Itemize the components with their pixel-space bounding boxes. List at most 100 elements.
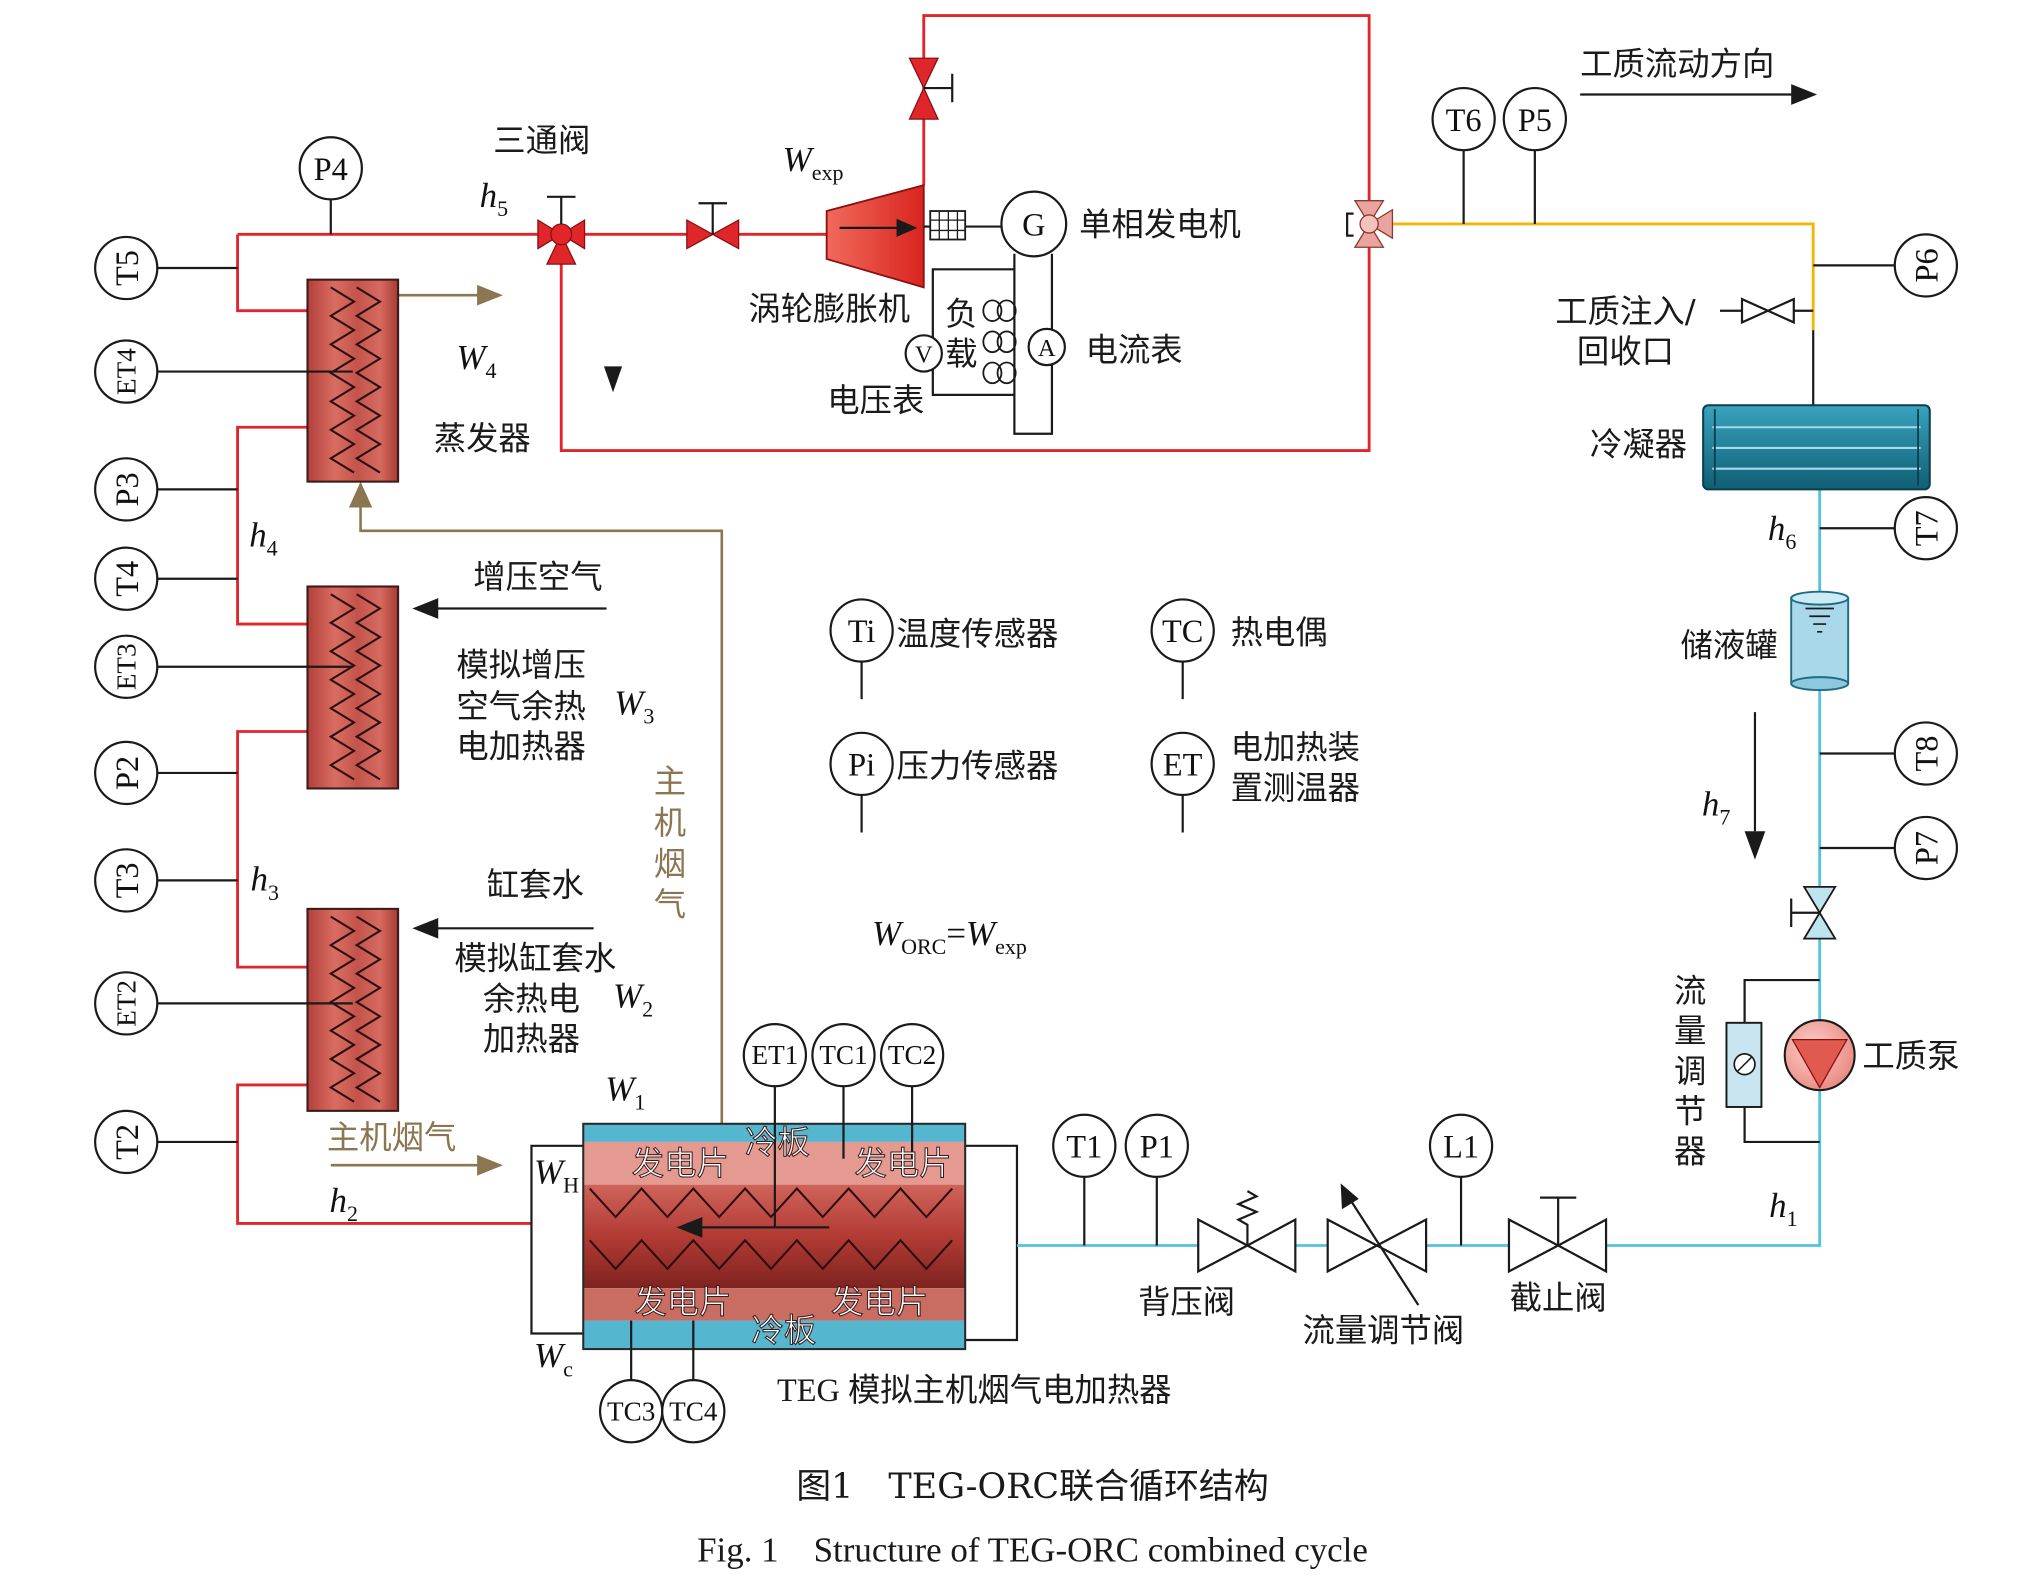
- injection-port-valve: [1740, 297, 1795, 325]
- flow-regulator-label-1: 流: [1674, 972, 1706, 1010]
- sensor-ET4: ET4: [94, 339, 159, 404]
- teg-cold-plate-top: 冷板: [745, 1124, 810, 1162]
- flow-regulator-label-3: 调: [1674, 1052, 1706, 1090]
- sensor-P7: P7: [1893, 815, 1959, 881]
- teg-cold-plate-bottom: 冷板: [752, 1311, 817, 1349]
- sensor-label: TC1: [819, 1040, 867, 1070]
- teg-right-bracket: [965, 1144, 1019, 1342]
- sensor-label: TC2: [888, 1040, 936, 1070]
- evaporator-label: 蒸发器: [434, 419, 531, 457]
- load-coils: [982, 299, 1017, 385]
- sensor-label: P1: [1140, 1128, 1174, 1164]
- down-flow-arrowhead: [1744, 831, 1766, 860]
- sensor-label: T4: [109, 561, 145, 597]
- exhaust-inlet-label: 主机烟气: [327, 1118, 456, 1156]
- teg-label: TEG 模拟主机烟气电加热器: [777, 1372, 1172, 1408]
- jacket-water-heater: [306, 907, 400, 1112]
- sensor-label: T7: [1909, 510, 1945, 546]
- sensor-T3: T3: [94, 848, 159, 913]
- teg-left-bracket: [530, 1144, 584, 1335]
- legend: Ti 温度传感器 TC 热电偶 Pi 压力传感器 ET 电加热装 置测温器: [829, 598, 1360, 807]
- sensor-lines: [157, 150, 1895, 1381]
- sensor-TC1: TC1: [811, 1023, 876, 1088]
- condenser-label: 冷凝器: [1590, 426, 1687, 464]
- liquid-tank: [1790, 590, 1850, 692]
- evaporator-to-boost-pipe: [236, 425, 308, 626]
- boost-air-heater: [306, 585, 400, 790]
- sensor-P4: P4: [298, 136, 363, 201]
- sensor-L1: L1: [1428, 1113, 1494, 1178]
- sensor-T4: T4: [94, 546, 159, 611]
- stop-valve-label: 截止阀: [1510, 1279, 1607, 1317]
- power-W2: W2: [613, 976, 653, 1021]
- enthalpy-h6: h6: [1768, 509, 1796, 554]
- flow-direction-label: 工质流动方向: [1580, 45, 1774, 83]
- power-W3: W3: [614, 684, 654, 729]
- teg-gen-chip-bottom-left: 发电片: [634, 1283, 731, 1321]
- flow-regulator-label-5: 器: [1674, 1133, 1706, 1171]
- legend-text-ti: 温度传感器: [897, 615, 1059, 653]
- jacket-heater-label-1: 模拟缸套水: [454, 940, 616, 978]
- sensor-label: P4: [314, 151, 348, 187]
- sensor-P6: P6: [1893, 233, 1959, 298]
- expander-bypass-line: [922, 14, 1371, 202]
- three-way-valve-right: [1346, 200, 1394, 248]
- power-Wexp: Wexp: [783, 140, 844, 185]
- vapor-line: [1392, 222, 1815, 331]
- teg-gen-chip-top-left: 发电片: [632, 1144, 729, 1182]
- turbine-expander: [825, 183, 925, 289]
- boost-air-label: 增压空气: [473, 558, 602, 596]
- flow-regulator-label-4: 节: [1674, 1092, 1706, 1130]
- pump-label: 工质泵: [1862, 1037, 1959, 1075]
- sensor-ET1: ET1: [742, 1023, 808, 1088]
- ammeter-circle: [1027, 327, 1066, 367]
- pump-valve: [1790, 885, 1837, 940]
- flow-regulator-device: [1725, 1021, 1763, 1108]
- sensor-T5: T5: [94, 235, 159, 301]
- back-pressure-valve-label: 背压阀: [1138, 1283, 1235, 1321]
- sensor-label: P7: [1909, 831, 1945, 865]
- legend-symbol-pi: Pi: [848, 747, 875, 783]
- ammeter-symbol: A: [1038, 335, 1056, 362]
- sensor-T1: T1: [1052, 1113, 1117, 1178]
- legend-text-et-line1: 电加热装: [1231, 729, 1360, 767]
- three-way-return-line: [559, 247, 1371, 452]
- flow-direction-arrowhead: [1791, 84, 1818, 105]
- legend-symbol-ti: Ti: [848, 613, 876, 649]
- three-way-valve-label: 三通阀: [493, 121, 590, 159]
- orc-power-equation: WORC=Wexp: [872, 914, 1027, 959]
- back-pressure-valve: [1197, 1190, 1297, 1274]
- sensor-label: L1: [1443, 1128, 1479, 1164]
- figure-caption-en: Fig. 1 Structure of TEG-ORC combined cyc…: [697, 1530, 1368, 1569]
- exhaust-up-arrowhead: [348, 481, 373, 508]
- exhaust-riser-line: [359, 502, 724, 1124]
- load-label-2: 载: [945, 335, 977, 373]
- sensor-T2: T2: [94, 1109, 159, 1175]
- flow-marker-triangle: [603, 366, 623, 393]
- sensor-TC2: TC2: [879, 1023, 945, 1088]
- exhaust-vertical-1: 主: [654, 762, 686, 800]
- sensor-ET3: ET3: [94, 634, 159, 699]
- enthalpy-h4: h4: [249, 515, 277, 560]
- evaporator: [306, 278, 400, 483]
- flow-regulator-label-2: 量: [1674, 1012, 1706, 1050]
- jacket-heater-label-2: 余热电: [483, 980, 580, 1018]
- teg-internal-arrowhead: [676, 1217, 703, 1238]
- power-W4: W4: [456, 338, 496, 383]
- sensor-P2: P2: [94, 740, 159, 806]
- sensor-label: ET2: [111, 980, 141, 1027]
- sensor-label: TC4: [669, 1396, 718, 1426]
- legend-text-pi: 压力传感器: [897, 747, 1059, 785]
- boost-heater-label-3: 电加热器: [456, 727, 585, 765]
- legend-symbol-et: ET: [1163, 747, 1203, 783]
- teg-gen-chip-top-right: 发电片: [855, 1144, 952, 1182]
- tank-label: 储液罐: [1681, 626, 1778, 664]
- sensor-P1: P1: [1124, 1113, 1189, 1178]
- jacket-to-teg-pipe: [236, 1083, 532, 1225]
- injection-port-label-2: 回收口: [1577, 333, 1674, 371]
- exhaust-vertical-4: 气: [654, 885, 686, 923]
- generator-symbol: G: [1022, 207, 1045, 243]
- voltmeter-label: 电压表: [827, 382, 924, 420]
- flow-control-valve: [1326, 1183, 1428, 1306]
